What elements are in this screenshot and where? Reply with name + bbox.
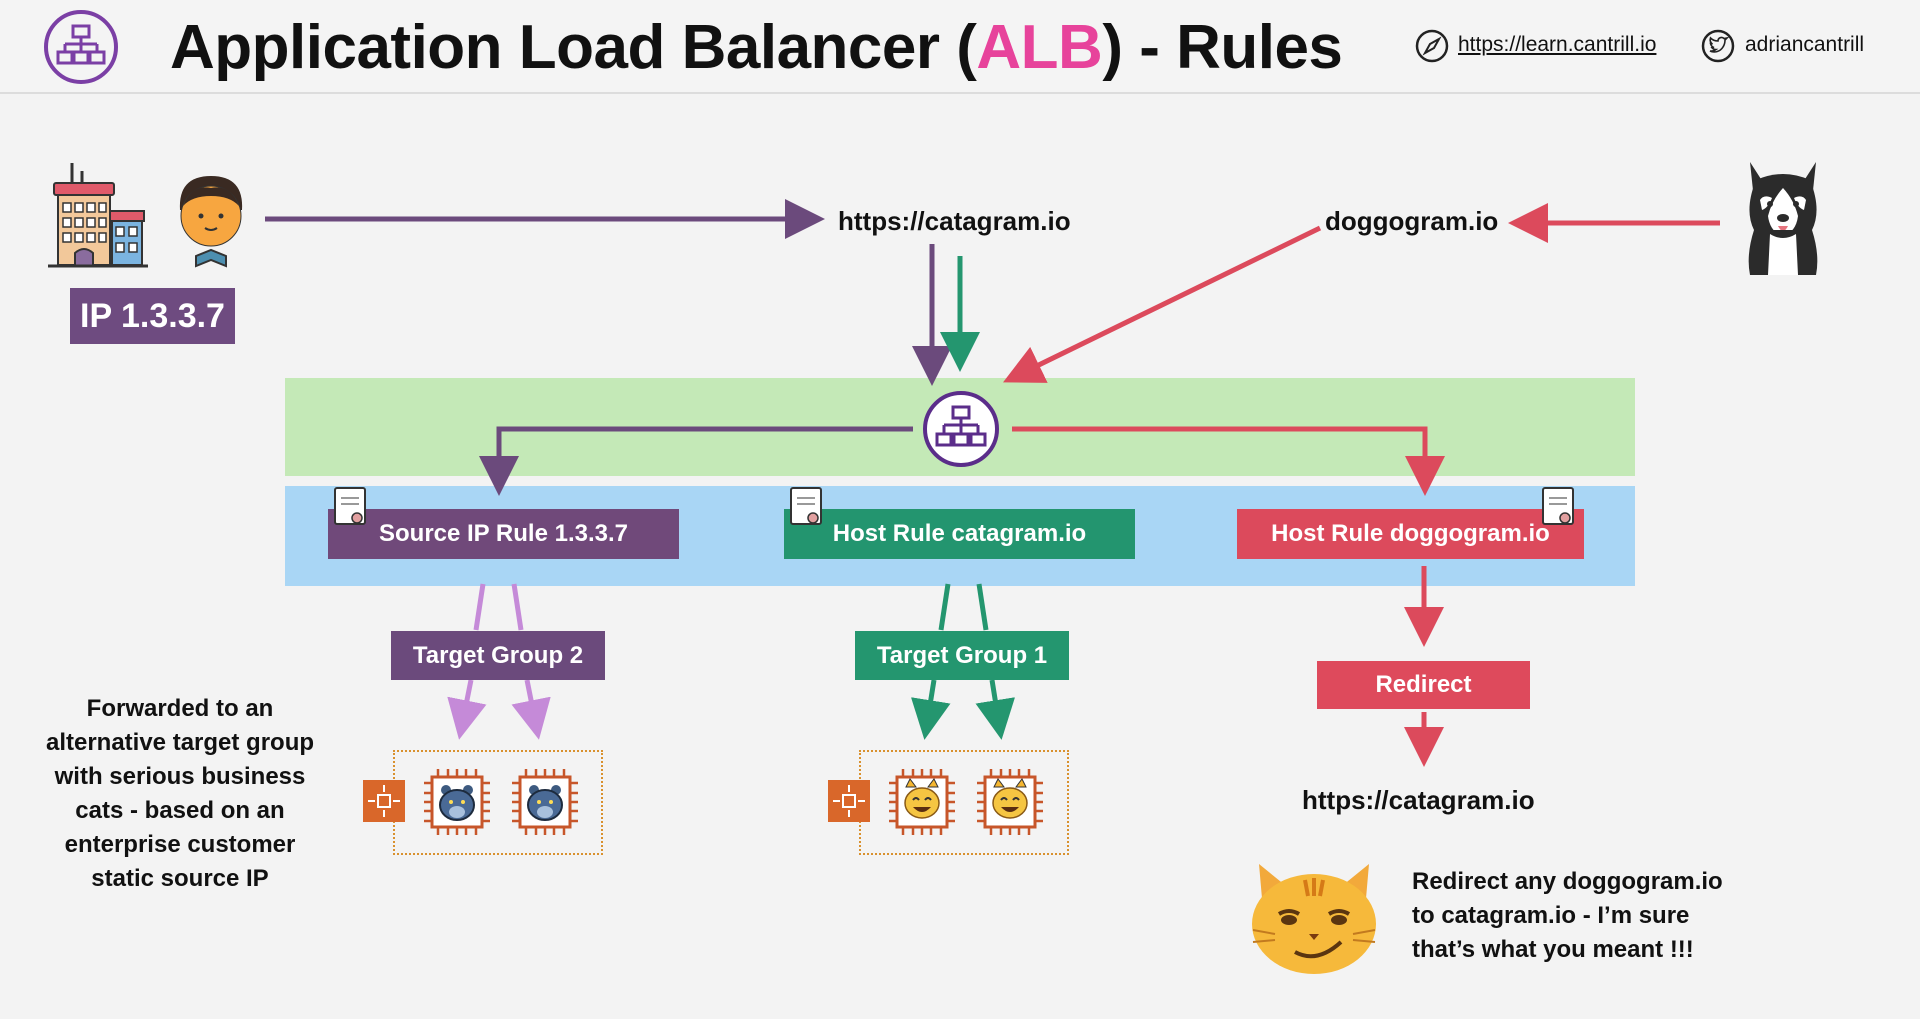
ec2-instance-panther-icon (512, 769, 578, 835)
host-rule-doggogram: Host Rule doggogram.io (1237, 509, 1584, 559)
husky-dog-icon (1748, 162, 1818, 275)
alb-icon (923, 391, 999, 467)
office-building-icon (48, 163, 148, 268)
target-group-2: Target Group 2 (391, 631, 605, 680)
source-ip-rule: Source IP Rule 1.3.3.7 (328, 509, 679, 559)
twitter-icon (1701, 29, 1735, 63)
website-link[interactable]: https://learn.cantrill.io (1458, 33, 1657, 56)
source-ip-explanation-note: Forwarded to an alternative target group… (45, 695, 315, 892)
redirect-target-url: https://catagram.io (1302, 785, 1535, 815)
rule-document-icon (334, 487, 366, 525)
target-group-1: Target Group 1 (855, 631, 1069, 680)
ec2-instance-panther-icon (424, 769, 490, 835)
redirect-explanation-note: Redirect any doggogram.io to catagram.io… (1412, 868, 1723, 963)
header-bar (0, 0, 1920, 94)
load-balancer-logo-icon (44, 10, 118, 84)
title-highlight: ALB (976, 13, 1103, 82)
doggogram-url-label: doggogram.io (1325, 206, 1499, 236)
smirking-cat-icon (1252, 864, 1376, 974)
arrow-tg2-to-target-a (447, 679, 487, 740)
catagram-url-label: https://catagram.io (838, 206, 1071, 236)
twitter-handle[interactable]: adriancantrill (1745, 33, 1865, 56)
ec2-instance-cat-icon (889, 769, 955, 835)
person-icon (179, 176, 243, 268)
arrow-tg2-to-target-b (511, 679, 551, 740)
arrow-tg1-to-target-a (910, 679, 951, 740)
page-title: Application Load Balancer (ALB) - Rules (170, 13, 1343, 82)
auto-scaling-icon (828, 780, 870, 822)
rule-document-icon (1542, 487, 1574, 525)
client-ip-badge: IP 1.3.3.7 (70, 288, 235, 344)
auto-scaling-icon (363, 780, 405, 822)
arrow-tg1-to-target-b (975, 679, 1016, 740)
rule-document-icon (790, 487, 822, 525)
ec2-instance-cat-icon (977, 769, 1043, 835)
arrow-doggogram-to-alb (1003, 225, 1322, 383)
arrow-alb-to-dog-rule (1012, 426, 1445, 496)
host-rule-catagram: Host Rule catagram.io (784, 509, 1135, 559)
compass-icon (1415, 29, 1449, 63)
redirect-action: Redirect (1317, 661, 1530, 709)
arrow-alb-to-source-rule (479, 426, 913, 496)
